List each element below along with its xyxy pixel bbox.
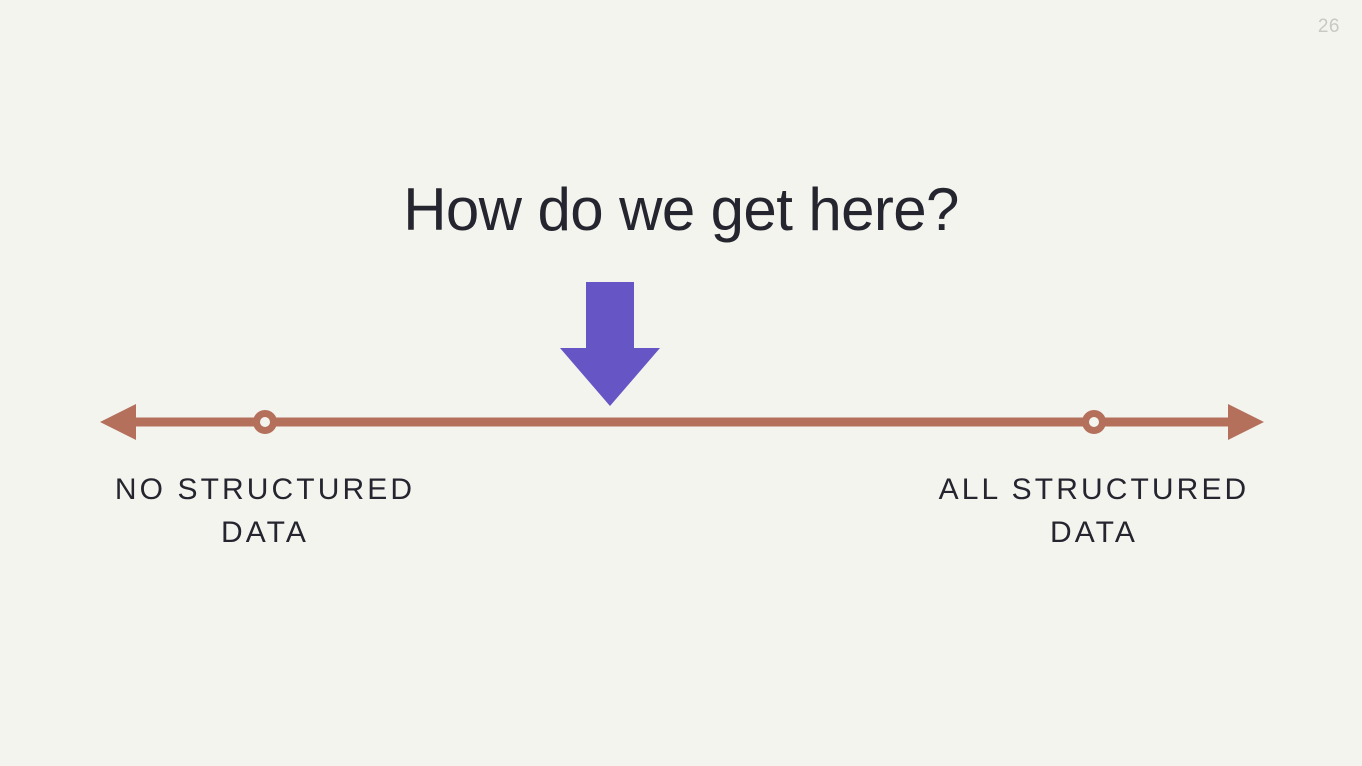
page-title: How do we get here?: [403, 176, 959, 243]
axis-label-right-line2: DATA: [1050, 516, 1138, 549]
axis-line: [112, 417, 1252, 427]
axis-label-left-line2: DATA: [221, 516, 309, 549]
axis-marker-right: [1082, 410, 1106, 434]
axis-label-right-line1: ALL STRUCTURED: [938, 473, 1250, 506]
spectrum-axis: [92, 398, 1272, 448]
spectrum-axis-svg: [100, 404, 1264, 440]
axis-label-right: ALL STRUCTURED DATA: [894, 468, 1294, 554]
down-arrow-icon: [552, 276, 668, 412]
axis-arrowhead-right: [1228, 404, 1264, 440]
page-number: 26: [1317, 16, 1340, 37]
down-arrow-shape: [560, 282, 660, 406]
axis-arrowhead-left: [100, 404, 136, 440]
down-arrow-svg: [560, 282, 660, 406]
axis-marker-left: [253, 410, 277, 434]
axis-label-left: NO STRUCTURED DATA: [65, 468, 465, 554]
axis-label-left-line1: NO STRUCTURED: [114, 473, 416, 506]
